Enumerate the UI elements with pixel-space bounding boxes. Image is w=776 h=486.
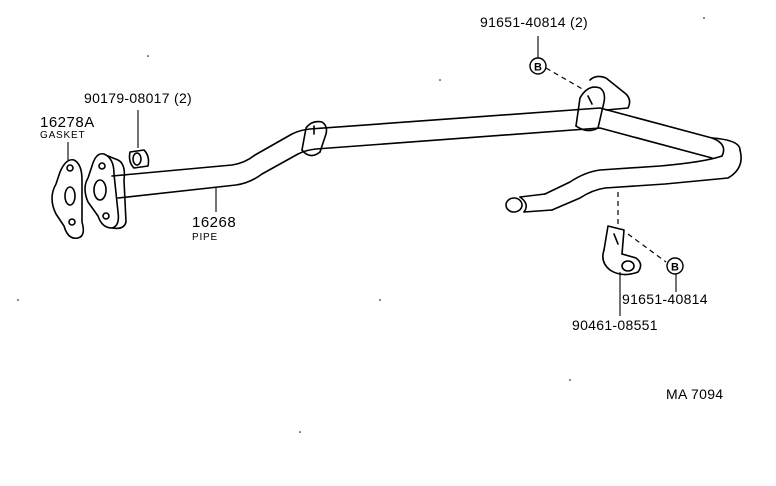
clamp-90461 [602, 225, 642, 276]
label-bolt-right: 91651-40814 [622, 291, 708, 307]
label-gasket-number: 16278A [40, 114, 95, 131]
pipe-clamp-upper [575, 75, 631, 132]
callout-b-right: B [666, 257, 684, 275]
pipe-clamp-middle [301, 120, 328, 157]
gasket-16278a [51, 158, 85, 240]
label-gasket-name: GASKET [40, 130, 86, 141]
callout-b-right-text: B [671, 262, 679, 274]
dash-bolt-right [627, 233, 667, 263]
label-clamp: 90461-08551 [572, 317, 658, 333]
dash-bolt-top [545, 67, 585, 91]
figure-code: MA 7094 [666, 386, 724, 402]
pipe-16268 [111, 107, 742, 213]
label-pipe-number: 16268 [192, 214, 237, 231]
pipe-flange [84, 152, 127, 230]
label-nut: 90179-08017 (2) [84, 90, 193, 106]
callout-b-top-text: B [534, 62, 542, 74]
label-pipe-name: PIPE [192, 232, 218, 243]
label-bolt-top: 91651-40814 (2) [480, 14, 589, 30]
callout-b-top: B [529, 57, 547, 75]
nut-90179 [128, 149, 150, 169]
